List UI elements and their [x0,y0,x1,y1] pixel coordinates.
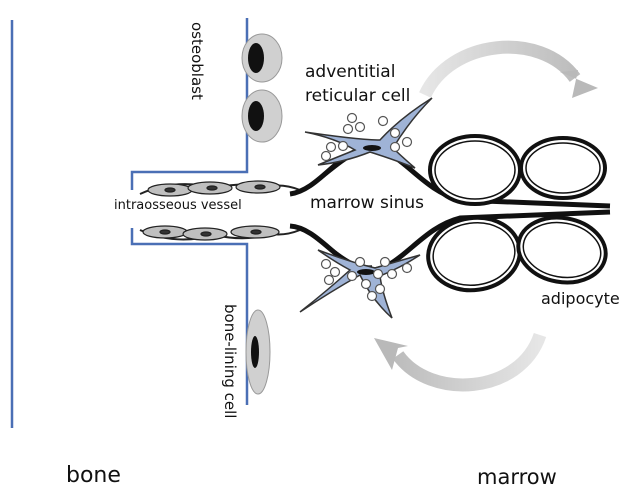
bone-lining-cell-shape [246,310,270,394]
adventitial-label-line2: reticular cell [305,86,410,106]
circulation-arrow-top [425,47,598,98]
bone-lining-cell-label: bone-lining cell [221,304,239,418]
circulation-arrow-bottom [374,335,540,385]
adventitial-reticular-cell-upper [305,98,432,168]
bone-region-label: bone [66,463,121,488]
marrow-region-label: marrow [477,465,557,489]
adipocyte-label: adipocyte [541,289,620,308]
intraosseous-vessel-label: intraosseous vessel [114,198,242,213]
osteoblast-label: osteoblast [188,22,206,100]
adventitial-label-line1: adventitial [305,62,395,82]
adventitial-reticular-cell-lower [300,250,420,318]
marrow-sinus-label: marrow sinus [310,193,424,213]
